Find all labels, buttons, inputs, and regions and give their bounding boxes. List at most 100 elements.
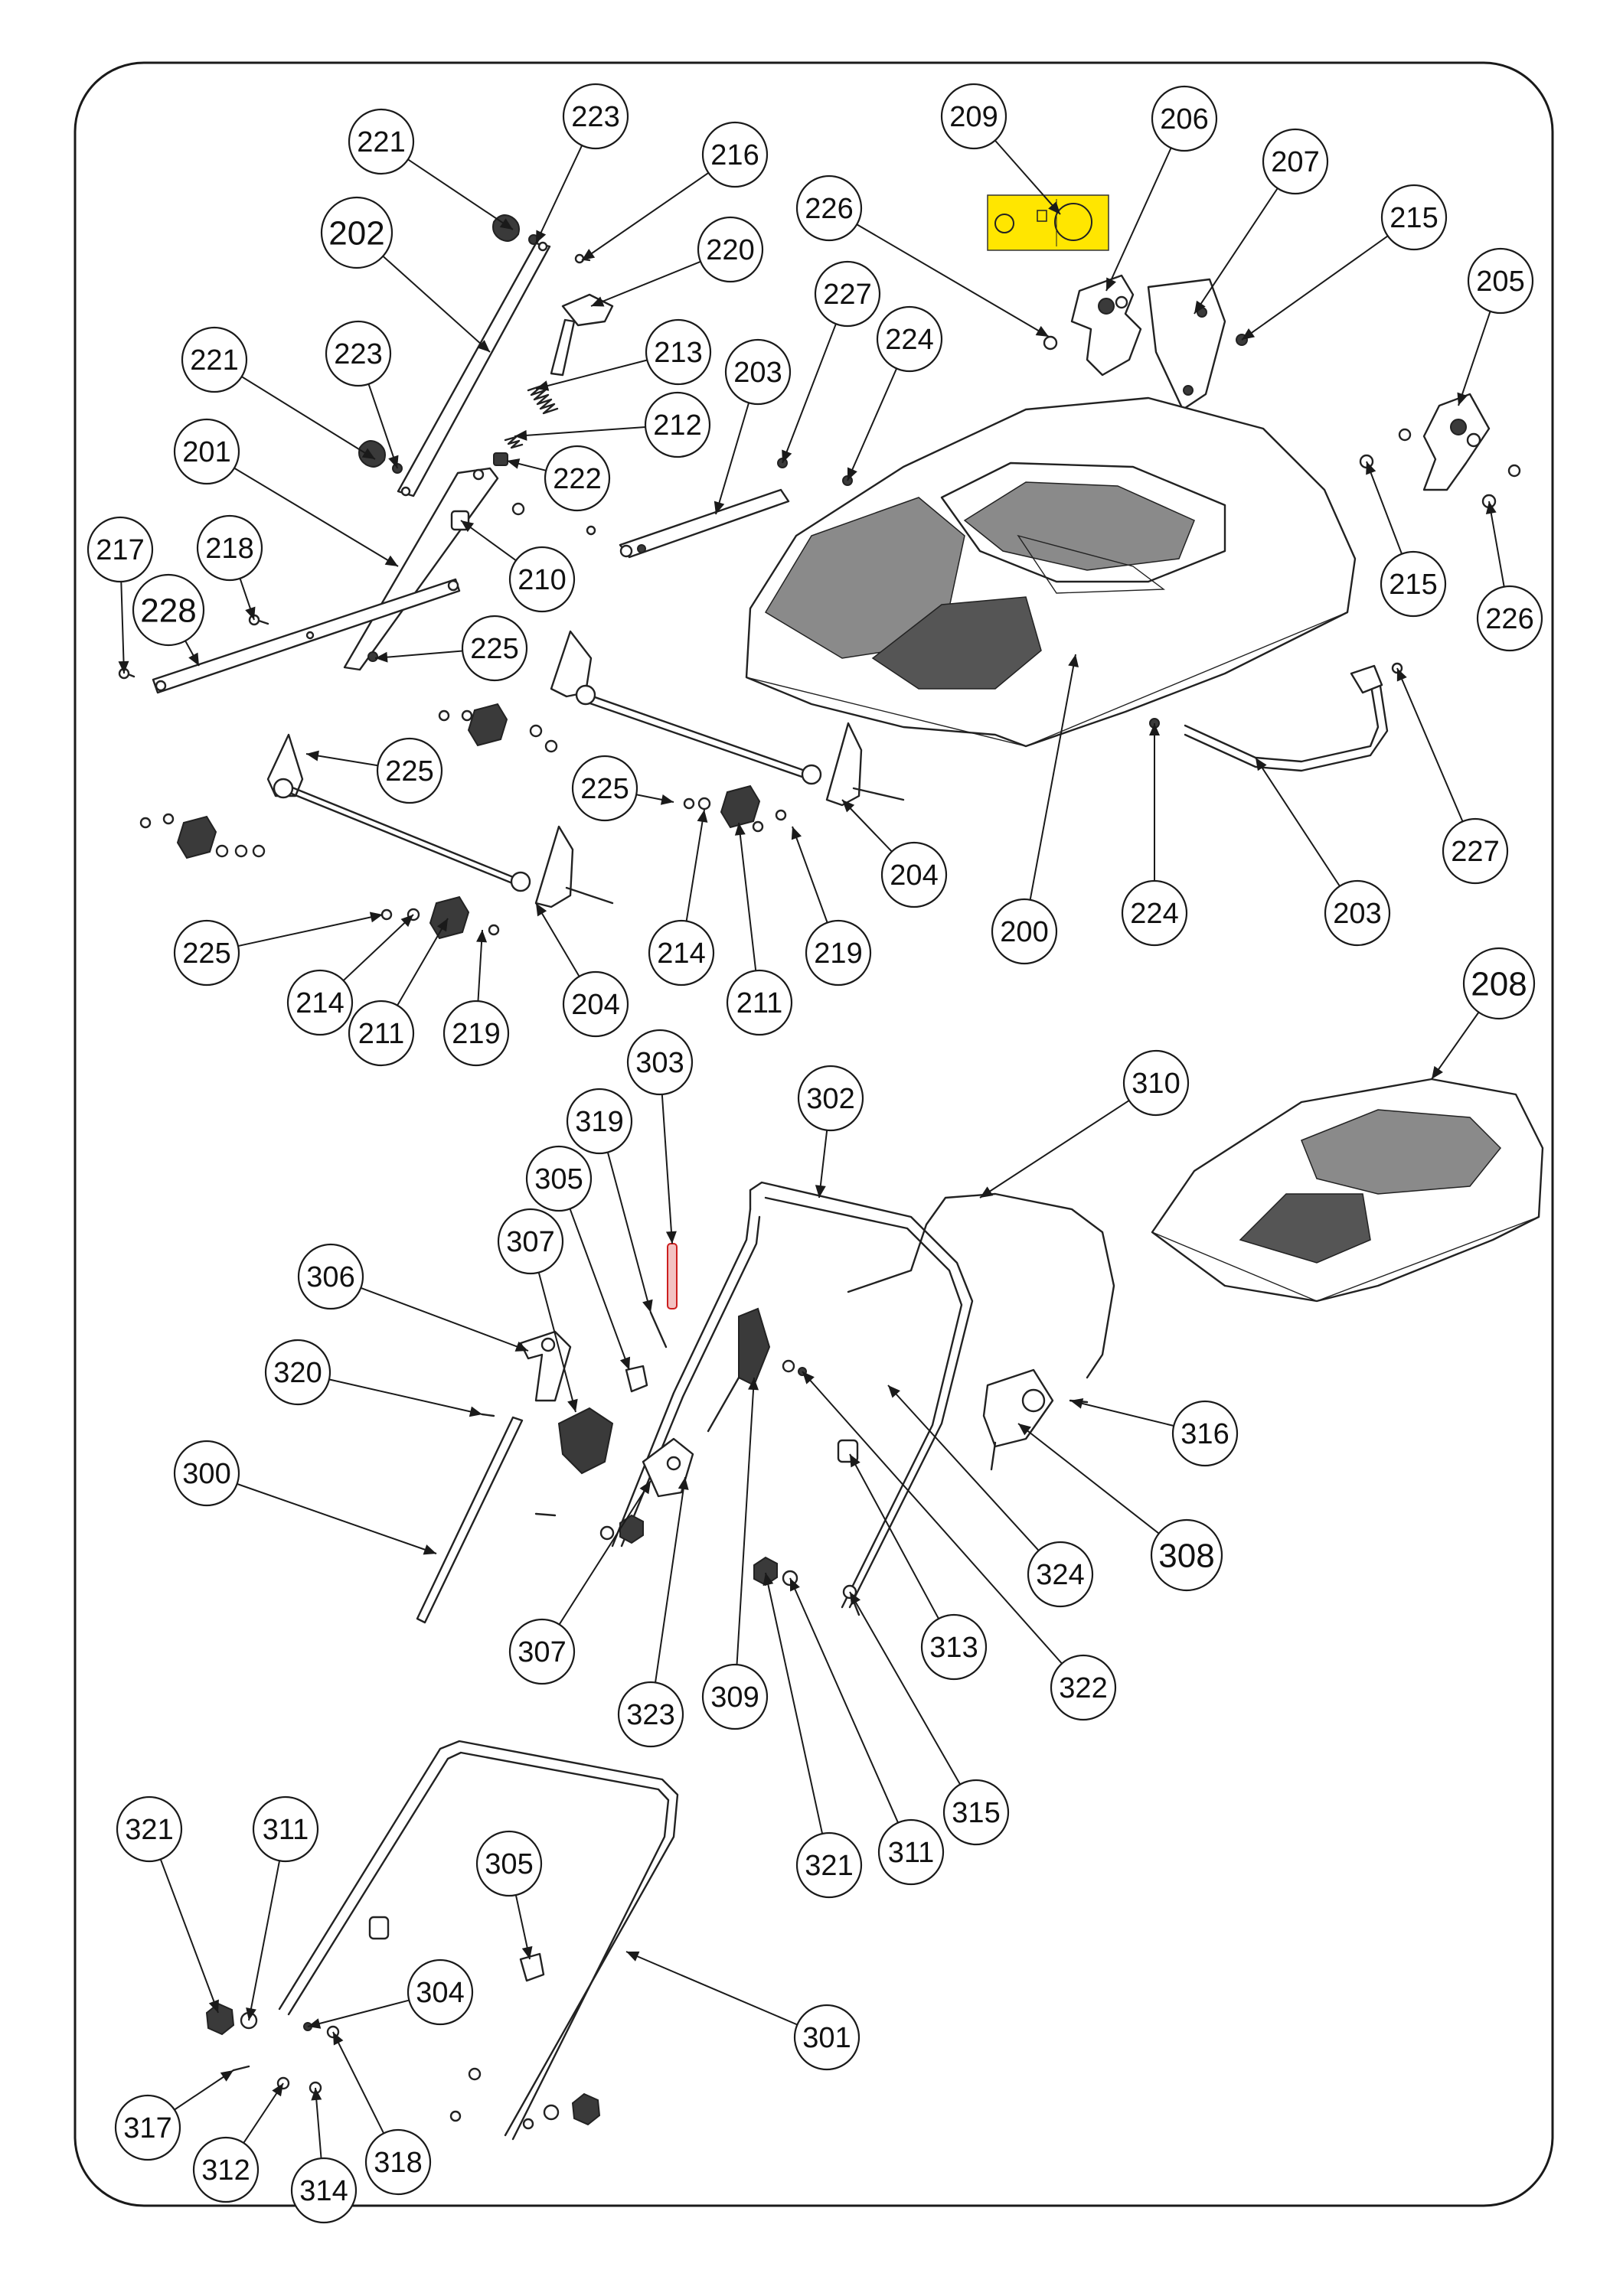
callout-arrowhead	[1242, 328, 1256, 340]
callout-circle	[325, 320, 392, 387]
callout-circle	[1121, 879, 1188, 947]
callout-arrowhead	[536, 230, 547, 243]
callout-arrowhead	[697, 810, 708, 823]
callout-arrowhead	[782, 449, 792, 463]
callout-216: 216	[581, 121, 769, 261]
callout-317: 317	[114, 2069, 234, 2161]
callout-211: 211	[726, 822, 793, 1036]
callout-arrowhead	[582, 249, 596, 260]
callout-circle	[566, 1088, 633, 1155]
callout-circle	[1150, 1518, 1223, 1592]
part-200-deck	[745, 396, 1357, 748]
callout-label: 322	[1059, 1672, 1107, 1704]
callout-circle	[795, 174, 863, 242]
callout-label: 313	[929, 1632, 978, 1664]
callout-leader	[307, 1999, 410, 2027]
callout-arrowhead	[1070, 1397, 1084, 1409]
callout-leader	[590, 260, 701, 307]
callout-arrowhead	[763, 1573, 774, 1587]
callout-label: 311	[263, 1814, 309, 1846]
callout-arrowhead	[514, 429, 527, 441]
callout-leader	[685, 809, 705, 921]
callout-label: 211	[358, 1018, 405, 1050]
callout-leader	[655, 1476, 686, 1683]
callout-leader	[535, 902, 580, 977]
callout-label: 211	[736, 987, 783, 1019]
callout-leader	[606, 1152, 651, 1313]
callout-label: 223	[334, 338, 382, 370]
callout-arrowhead	[521, 1945, 533, 1959]
callout-201: 201	[173, 418, 399, 567]
parts-artwork	[118, 194, 1544, 2141]
callout-arrowhead	[791, 827, 802, 840]
callout-label: 219	[814, 938, 862, 970]
part-309-throttle	[707, 1307, 771, 1433]
callout-arrowhead	[567, 1398, 578, 1412]
callout-212: 212	[514, 391, 711, 458]
callout-arrowhead	[536, 380, 550, 391]
callout-arrowhead	[1048, 201, 1060, 214]
callout-circle	[264, 1339, 331, 1406]
callout-315: 315	[849, 1591, 1010, 1846]
callout-leader	[374, 650, 463, 659]
callout-leader	[1105, 147, 1172, 292]
callout-215: 215	[1366, 461, 1447, 618]
callout-leader	[994, 139, 1061, 215]
part-knob	[619, 1514, 644, 1544]
callout-circle	[173, 1440, 240, 1507]
callout-label: 319	[575, 1106, 623, 1138]
part-222-cap	[493, 452, 508, 466]
callout-arrowhead	[507, 458, 521, 469]
callout-leader	[856, 223, 1050, 338]
callout-225: 225	[173, 912, 384, 987]
callout-label: 317	[123, 2112, 171, 2144]
callout-circle	[181, 326, 248, 393]
callout-arrowhead	[388, 455, 399, 468]
callout-208: 208	[1431, 947, 1536, 1080]
callout-circle	[1262, 128, 1329, 195]
callout-circle	[562, 970, 629, 1038]
part-211-bearing-mid	[720, 784, 761, 829]
callout-circle	[1171, 1400, 1239, 1467]
callout-arrowhead	[748, 1378, 759, 1391]
callout-circle	[942, 1779, 1010, 1846]
callout-label: 225	[182, 938, 230, 970]
callout-label: 215	[1390, 202, 1438, 234]
callout-arrowhead	[734, 823, 746, 836]
callout-leader	[407, 158, 514, 230]
callout-314: 314	[290, 2087, 358, 2224]
callout-leader	[736, 1377, 755, 1665]
callout-leader	[581, 172, 709, 261]
callout-label: 217	[96, 534, 144, 566]
callout-304: 304	[307, 1958, 474, 2029]
callout-circle	[701, 1663, 769, 1730]
callout-leader	[849, 1453, 939, 1619]
callout-circle	[1462, 947, 1536, 1020]
part-screw	[586, 525, 596, 536]
callout-arrowhead	[1256, 758, 1267, 771]
callout-label: 226	[1485, 603, 1533, 635]
part-305-clip	[625, 1365, 648, 1393]
callout-circle	[290, 2157, 358, 2224]
callout-label: 307	[518, 1636, 566, 1668]
callout-321: 321	[116, 1795, 219, 2014]
part-303-pin-highlighted	[667, 1243, 678, 1309]
callout-label: 222	[553, 463, 601, 495]
callout-301: 301	[625, 1951, 860, 2071]
callout-label: 204	[890, 859, 938, 892]
callout-arrowhead	[850, 1454, 860, 1468]
callout-label: 310	[1132, 1068, 1180, 1100]
part-screw	[511, 502, 525, 516]
callout-arrowhead	[477, 340, 490, 352]
callout-label: 228	[140, 592, 196, 630]
callout-311: 311	[246, 1795, 319, 2021]
callout-label: 214	[657, 938, 705, 970]
callout-arrowhead	[311, 2088, 322, 2101]
part-305-clip-lower	[519, 1952, 545, 1982]
callout-leader	[1241, 235, 1389, 341]
callout-circle	[508, 546, 576, 613]
callout-leader	[715, 402, 750, 515]
callout-arrowhead	[118, 660, 129, 673]
callout-leader	[120, 581, 125, 674]
